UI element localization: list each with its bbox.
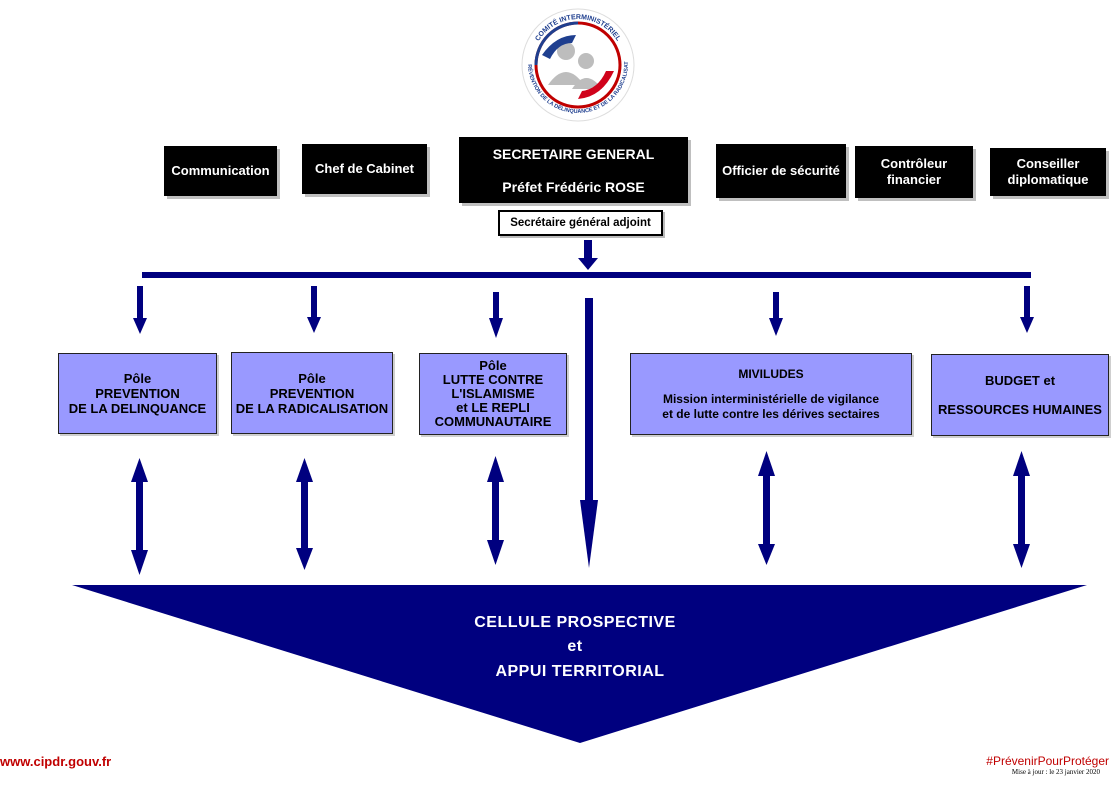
horizontal-connector-bar (142, 272, 1031, 278)
pole-down-arrows (133, 286, 1034, 338)
cipdr-logo (521, 8, 635, 122)
conseiller-line1: Conseiller (1016, 156, 1080, 171)
cellule-triangle (72, 585, 1087, 743)
controleur-line2: financier (886, 172, 942, 187)
secretaire-general-adjoint-box: Secrétaire général adjoint (498, 210, 663, 236)
pole-line: DE LA DELINQUANCE (68, 401, 207, 416)
pole-line: COMMUNAUTAIRE (434, 414, 552, 429)
pole-line: Mission interministérielle de vigilance (662, 391, 880, 406)
footer-hashtag: #PrévenirPourProtéger (986, 754, 1109, 768)
officier-securite-box: Officier de sécurité (716, 144, 846, 198)
chef-cabinet-label: Chef de Cabinet (315, 161, 414, 176)
secretaire-general-box: SECRETAIRE GENERAL Préfet Frédéric ROSE (459, 137, 688, 203)
communication-box: Communication (164, 146, 277, 196)
pole-line: et LE REPLI (456, 400, 530, 415)
pole-line: BUDGET et (984, 373, 1056, 388)
cellule-line2: et (567, 638, 583, 655)
pole-prevention-radicalisation: Pôle PREVENTION DE LA RADICALISATION (231, 352, 393, 434)
pole-line: et de lutte contre les dérives sectaires (662, 406, 880, 421)
pole-line: MIVILUDES (738, 366, 804, 381)
top-down-arrow (578, 258, 598, 270)
svg-text:COMITÉ INTERMINISTÉRIEL: COMITÉ INTERMINISTÉRIEL (534, 14, 622, 43)
footer-update-date: Mise à jour : le 23 janvier 2020 (1011, 768, 1100, 776)
pole-line: PREVENTION (269, 385, 355, 401)
conseiller-diplomatique-box: Conseiller diplomatique (990, 148, 1106, 196)
controleur-financier-box: Contrôleur financier (855, 146, 973, 198)
central-down-arrow (580, 500, 598, 568)
pole-line: DE LA RADICALISATION (235, 400, 389, 416)
pole-line: PREVENTION (95, 386, 180, 401)
secretaire-general-title: SECRETAIRE GENERAL (492, 145, 655, 162)
conseiller-line2: diplomatique (1007, 172, 1089, 187)
bidirectional-arrows (131, 451, 1030, 575)
pole-line: Pôle (479, 358, 507, 373)
pole-line: LUTTE CONTRE (442, 372, 544, 387)
secretaire-general-name: Préfet Frédéric ROSE (502, 178, 645, 195)
officier-securite-label: Officier de sécurité (722, 163, 840, 178)
chef-cabinet-box: Chef de Cabinet (302, 144, 427, 194)
pole-line: Pôle (298, 370, 326, 386)
controleur-line1: Contrôleur (880, 156, 948, 171)
logo-text: COMITÉ INTERMINISTÉRIEL DE PRÉVENTION DE… (518, 5, 630, 115)
pole-line: Pôle (123, 371, 152, 386)
pole-line: L'ISLAMISME (451, 386, 535, 401)
communication-label: Communication (171, 163, 270, 178)
pole-lutte-islamisme: Pôle LUTTE CONTRE L'ISLAMISME et LE REPL… (419, 353, 567, 435)
pole-miviludes: MIVILUDES Mission interministérielle de … (630, 353, 912, 435)
pole-budget-rh: BUDGET et RESSOURCES HUMAINES (931, 354, 1109, 436)
svg-text:DE PRÉVENTION DE LA DÉLINQUANC: DE PRÉVENTION DE LA DÉLINQUANCE ET DE LA… (518, 5, 630, 115)
footer-website-link[interactable]: www.cipdr.gouv.fr (0, 754, 112, 769)
cellule-line3: APPUI TERRITORIAL (495, 663, 665, 680)
cellule-line1: CELLULE PROSPECTIVE (474, 614, 676, 631)
pole-prevention-delinquance: Pôle PREVENTION DE LA DELINQUANCE (58, 353, 217, 434)
pole-line: RESSOURCES HUMAINES (938, 402, 1102, 417)
